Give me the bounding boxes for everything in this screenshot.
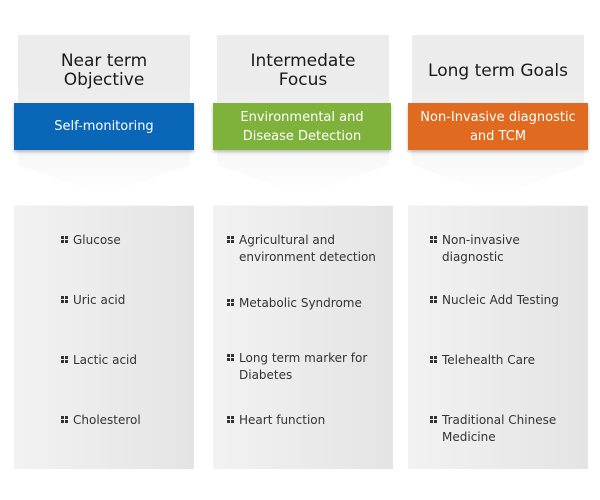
item-text: Uric acid (73, 293, 126, 307)
item-text: Agricultural and environment detection (239, 233, 376, 264)
item-text: Telehealth Care (442, 353, 535, 367)
bullet-icon (430, 356, 437, 363)
column-title: Intermedate Focus (250, 51, 356, 90)
column-long-term: Long term Goals Non-Invasive diagnostic … (408, 0, 588, 500)
items-panel: Non-invasive diagnostic Nucleic Add Test… (408, 205, 588, 469)
item-text: Heart function (239, 413, 326, 427)
bullet-icon (430, 416, 437, 423)
bullet-icon (227, 236, 234, 243)
bullet-icon (430, 236, 437, 243)
item-text: Cholesterol (73, 413, 141, 427)
column-title: Long term Goals (428, 60, 568, 81)
item-text: Non-invasive diagnostic (442, 233, 520, 264)
bullet-icon (227, 416, 234, 423)
column-near-term: Near term Objective Self-monitoring Gluc… (14, 0, 194, 500)
items-panel: Agricultural and environment detection M… (213, 205, 393, 469)
item-text: Glucose (73, 233, 121, 247)
column-title: Near term Objective (60, 51, 148, 90)
bullet-icon (430, 296, 437, 303)
category-box-non-invasive: Non-Invasive diagnostic and TCM (408, 103, 588, 150)
item-text: Lactic acid (73, 353, 137, 367)
bullet-icon (227, 354, 234, 361)
bullet-icon (61, 356, 68, 363)
category-box-environmental: Environmental and Disease Detection (213, 103, 391, 150)
item-text: Long term marker for Diabetes (239, 351, 368, 382)
bullet-icon (61, 296, 68, 303)
bullet-icon (227, 299, 234, 306)
item-text: Traditional Chinese Medicine (442, 413, 557, 444)
column-intermediate: Intermedate Focus Environmental and Dise… (213, 0, 393, 500)
items-panel: Glucose Uric acid Lactic acid Cholestero… (14, 205, 194, 469)
category-box-self-monitoring: Self-monitoring (14, 103, 194, 150)
bullet-icon (61, 416, 68, 423)
bullet-icon (61, 236, 68, 243)
item-text: Nucleic Add Testing (442, 293, 559, 307)
item-text: Metabolic Syndrome (239, 296, 362, 310)
